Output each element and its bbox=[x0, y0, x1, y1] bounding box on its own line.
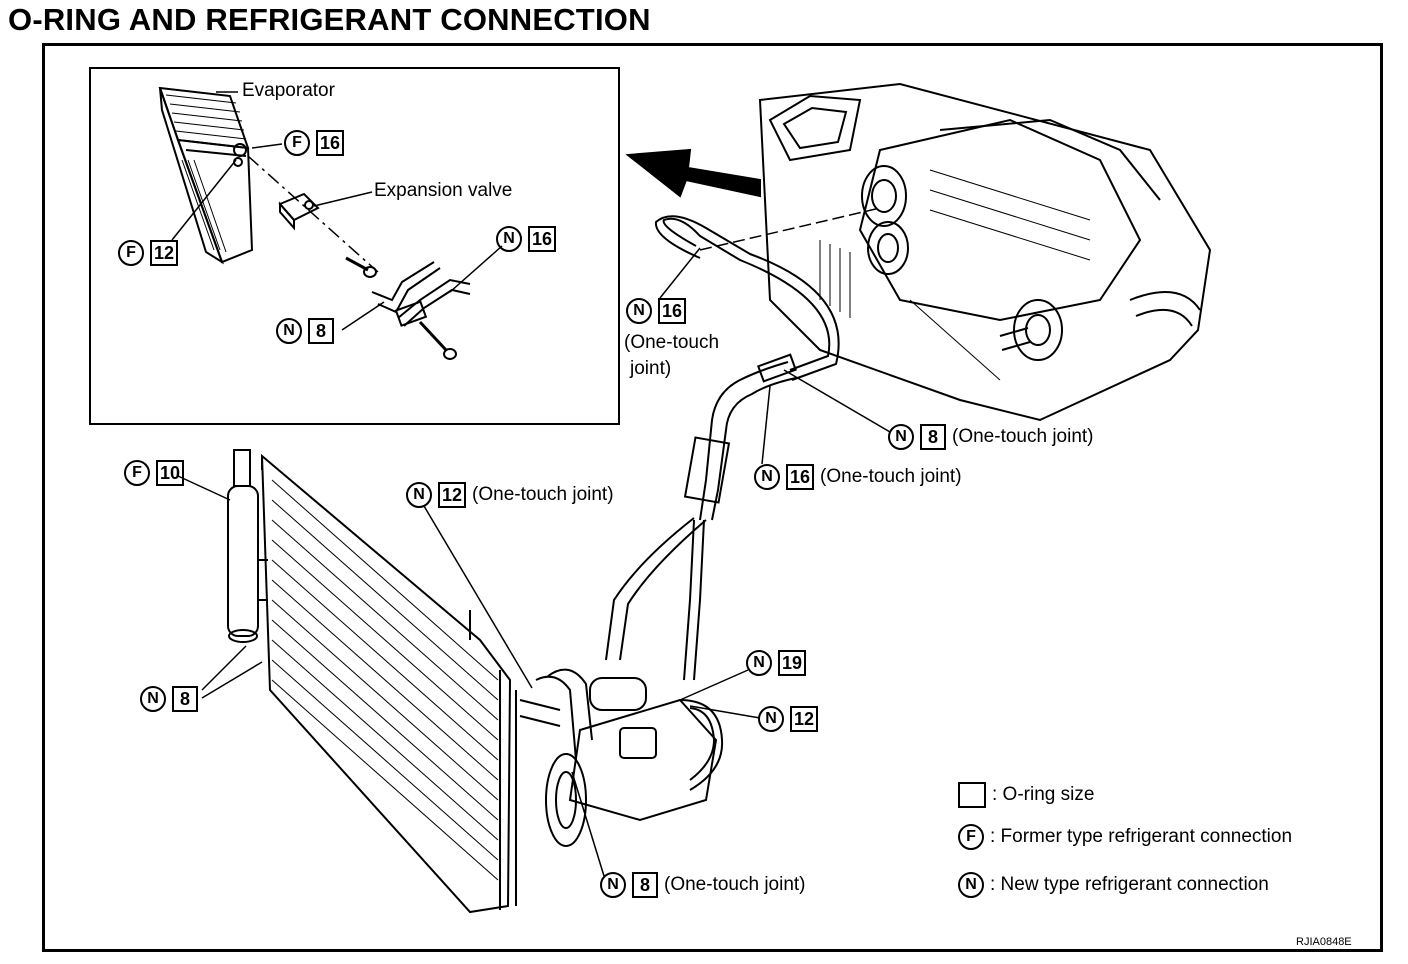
legend-former: F : Former type refrigerant connection bbox=[958, 824, 1292, 850]
oring-size: 8 bbox=[632, 872, 658, 898]
new-type-symbol: N bbox=[276, 318, 302, 344]
oring-size: 12 bbox=[438, 482, 467, 508]
callout-note: (One-touch joint) bbox=[664, 874, 806, 895]
callout-inset-f12: F 12 bbox=[118, 240, 179, 266]
expansion-valve-drawing bbox=[278, 192, 320, 231]
callout-n8-right: N 8 (One-touch joint) bbox=[888, 424, 1094, 450]
oring-size: 8 bbox=[308, 318, 334, 344]
callout-n16-mid: N 16 (One-touch joint) bbox=[754, 464, 962, 490]
ac-unit-drawing bbox=[699, 82, 1212, 422]
callout-inset-n8: N 8 bbox=[276, 318, 334, 344]
oring-size: 16 bbox=[316, 130, 345, 156]
callout-n8-compressor: N 8 (One-touch joint) bbox=[600, 872, 806, 898]
legend-oring: : O-ring size bbox=[958, 782, 1094, 808]
former-type-symbol: F bbox=[124, 460, 150, 486]
callout-inset-f16: F 16 bbox=[284, 130, 345, 156]
former-type-symbol: F bbox=[958, 824, 984, 850]
oring-size: 12 bbox=[790, 706, 819, 732]
callout-note: (One-touch joint) bbox=[952, 426, 1094, 447]
evaporator-drawing bbox=[158, 86, 254, 265]
callout-note: (One-touch joint) bbox=[820, 466, 962, 487]
leader-lines bbox=[177, 247, 891, 877]
callout-note: (One-touch bbox=[624, 332, 720, 353]
figure-code: RJIA0848E bbox=[1296, 936, 1352, 948]
inset-pipes bbox=[371, 261, 471, 360]
callout-n12-condenser: N 12 (One-touch joint) bbox=[406, 482, 614, 508]
new-type-symbol: N bbox=[958, 872, 984, 898]
new-type-symbol: N bbox=[600, 872, 626, 898]
oring-size: 16 bbox=[658, 298, 687, 324]
new-type-symbol: N bbox=[406, 482, 432, 508]
legend-text: : O-ring size bbox=[992, 784, 1095, 805]
direction-arrow bbox=[625, 148, 761, 198]
callout-inset-n16: N 16 bbox=[496, 226, 557, 252]
oring-size: 8 bbox=[920, 424, 946, 450]
inset-frame bbox=[89, 67, 620, 425]
oring-size: 16 bbox=[786, 464, 815, 490]
refrigerant-pipes bbox=[605, 215, 840, 681]
legend-new: N : New type refrigerant connection bbox=[958, 872, 1269, 898]
oring-size: 8 bbox=[172, 686, 198, 712]
new-type-symbol: N bbox=[140, 686, 166, 712]
callout-f10: F 10 bbox=[124, 460, 185, 486]
callout-n19: N 19 bbox=[746, 650, 807, 676]
oring-size: 16 bbox=[528, 226, 557, 252]
new-type-symbol: N bbox=[746, 650, 772, 676]
oring-size: 19 bbox=[778, 650, 807, 676]
new-type-symbol: N bbox=[758, 706, 784, 732]
callout-n16-upper: N 16 bbox=[626, 298, 687, 324]
new-type-symbol: N bbox=[496, 226, 522, 252]
legend-text: : New type refrigerant connection bbox=[990, 874, 1269, 895]
former-type-symbol: F bbox=[118, 240, 144, 266]
legend-text: : Former type refrigerant connection bbox=[990, 826, 1293, 847]
evaporator-label: Evaporator bbox=[242, 80, 335, 101]
new-type-symbol: N bbox=[754, 464, 780, 490]
new-type-symbol: N bbox=[888, 424, 914, 450]
callout-note: (One-touch joint) bbox=[472, 484, 614, 505]
former-type-symbol: F bbox=[284, 130, 310, 156]
oring-size: 10 bbox=[156, 460, 185, 486]
oring-size-box-icon bbox=[958, 782, 986, 808]
callout-n12-compressor: N 12 bbox=[758, 706, 819, 732]
callout-note: joint) bbox=[630, 358, 672, 379]
page-title: O-RING AND REFRIGERANT CONNECTION bbox=[8, 2, 651, 37]
condenser-drawing bbox=[227, 449, 517, 914]
oring-size: 12 bbox=[150, 240, 179, 266]
compressor-drawing bbox=[519, 668, 724, 847]
callout-n8-receiver: N 8 bbox=[140, 686, 198, 712]
diagram-frame bbox=[42, 43, 1383, 952]
expansion-valve-label: Expansion valve bbox=[374, 180, 513, 201]
new-type-symbol: N bbox=[626, 298, 652, 324]
